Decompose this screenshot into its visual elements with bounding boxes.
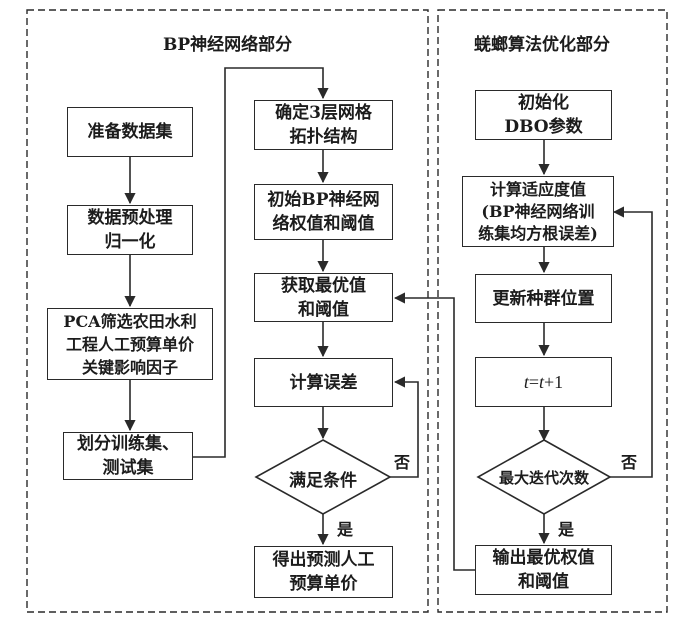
dbo-section-title: 蜣螂算法优化部分 xyxy=(474,35,610,55)
iter-var-t2: t xyxy=(539,372,545,392)
output-predict-box: 得出预测人工 预算单价 xyxy=(254,546,393,598)
split-label: 划分训练集、 测试集 xyxy=(77,434,179,478)
bp-section-title: BP神经网络部分 xyxy=(163,35,293,55)
dbo-section-frame xyxy=(437,9,668,613)
arrow-condition-no-loop xyxy=(390,376,419,478)
iter-eq: = xyxy=(528,372,539,392)
iteration-box: t=t+1 xyxy=(475,357,612,407)
prepare-data-box: 准备数据集 xyxy=(67,107,193,157)
pca-box: PCA筛选农田水利 工程人工预算单价 关键影响因子 xyxy=(47,308,213,380)
arrow-maxiter-no-loop xyxy=(610,206,653,478)
condition-no-label: 否 xyxy=(394,453,411,472)
update-position-label: 更新种群位置 xyxy=(492,288,595,309)
max-iter-no-label: 否 xyxy=(621,453,638,472)
iter-var-t: t xyxy=(523,372,529,392)
preprocess-box: 数据预处理 归一化 xyxy=(67,205,193,255)
fitness-label: 计算适应度值 (BP神经网络训 练集均方根误差) xyxy=(478,179,598,243)
pca-label: PCA筛选农田水利 工程人工预算单价 关键影响因子 xyxy=(63,311,197,377)
preprocess-label: 数据预处理 归一化 xyxy=(87,208,173,252)
topology-box: 确定3层网格 拓扑结构 xyxy=(254,100,393,150)
get-optimal-box: 获取最优值 和阈值 xyxy=(254,273,393,322)
prepare-data-label: 准备数据集 xyxy=(87,122,173,142)
init-weights-box: 初始BP神经网 络权值和阈值 xyxy=(254,184,393,240)
calc-error-box: 计算误差 xyxy=(254,358,393,407)
bp-section-frame xyxy=(26,9,429,613)
condition-diamond-shape xyxy=(254,439,392,515)
iteration-label: t=t+1 xyxy=(524,370,563,394)
max-iter-label: 最大迭代次数 xyxy=(498,469,589,487)
arrow-best-to-getoptimal xyxy=(393,292,475,571)
update-position-box: 更新种群位置 xyxy=(475,274,612,323)
condition-label: 满足条件 xyxy=(289,471,357,491)
split-box: 划分训练集、 测试集 xyxy=(63,432,193,480)
condition-yes-label: 是 xyxy=(337,520,354,539)
arrow-split-to-topology xyxy=(193,67,329,458)
output-best-box: 输出最优权值 和阈值 xyxy=(475,545,612,595)
init-dbo-label: 初始化 DBO参数 xyxy=(504,93,583,137)
output-best-label: 输出最优权值 和阈值 xyxy=(492,548,595,592)
max-iter-yes-label: 是 xyxy=(558,520,575,539)
get-optimal-label: 获取最优值 和阈值 xyxy=(281,275,366,320)
calc-error-label: 计算误差 xyxy=(289,372,358,393)
init-weights-label: 初始BP神经网 络权值和阈值 xyxy=(267,190,380,234)
output-predict-label: 得出预测人工 预算单价 xyxy=(272,550,375,594)
init-dbo-box: 初始化 DBO参数 xyxy=(475,90,612,140)
fitness-box: 计算适应度值 (BP神经网络训 练集均方根误差) xyxy=(462,176,614,247)
iter-plus: +1 xyxy=(544,372,564,392)
topology-label: 确定3层网格 拓扑结构 xyxy=(275,103,372,147)
maxiter-diamond-shape xyxy=(476,439,612,515)
